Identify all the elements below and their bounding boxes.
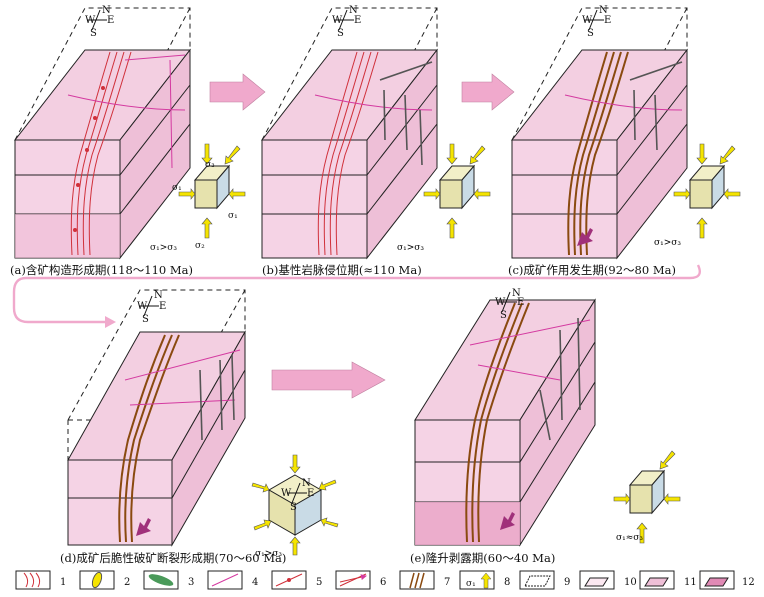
- legend-item-9: 9: [519, 570, 570, 590]
- caption-a: (a)含矿构造形成期(118～110 Ma): [10, 263, 193, 277]
- caption-b: (b)基性岩脉侵位期(≈110 Ma): [262, 263, 422, 277]
- compass-n-d: N: [154, 290, 163, 301]
- legend-item-8: σ₁ 8: [459, 570, 510, 590]
- legend: 1 2 3 4 5 6: [15, 570, 755, 590]
- compass-e-e: E: [517, 297, 524, 308]
- legend-item-4: 4: [207, 570, 258, 590]
- compass-s-e: S: [500, 310, 507, 321]
- compass-s: S: [90, 28, 97, 39]
- legend-item-11: 11: [639, 570, 697, 590]
- compass-e-b: E: [354, 15, 361, 26]
- stress-s2-bottom: σ₂: [195, 241, 205, 251]
- legend-item-2: 2: [79, 570, 130, 590]
- stress-s3-top: σ₃: [205, 160, 215, 170]
- panel-b: N W E S σ₁>σ₃: [260, 5, 491, 260]
- legend-stress-label: σ₁: [466, 579, 476, 589]
- svg-text:10: 10: [624, 577, 637, 588]
- stress-cube-e: [613, 450, 681, 544]
- stress-relation-d: σ₁>σ₃: [255, 549, 282, 559]
- compass-w-d: W: [137, 301, 148, 312]
- legend-item-1: 1: [15, 570, 66, 590]
- compass-s-d2: S: [290, 502, 297, 513]
- compass-icon: N W E S: [85, 5, 114, 39]
- compass-n-d2: N: [302, 478, 311, 489]
- compass-e-c: E: [604, 15, 611, 26]
- compass-s-d: S: [142, 314, 149, 325]
- stress-s1-right: σ₁: [228, 211, 238, 221]
- svg-text:2: 2: [124, 577, 130, 588]
- arrow-d-e: [271, 361, 386, 399]
- svg-text:8: 8: [504, 577, 510, 588]
- stress-cube: [178, 143, 246, 239]
- panel-d: N W E S N W E S: [67, 289, 339, 559]
- svg-text:1: 1: [60, 577, 66, 588]
- compass-w-e: W: [495, 297, 506, 308]
- stress-relation-c: σ₁>σ₃: [654, 238, 681, 248]
- svg-text:4: 4: [252, 577, 258, 588]
- stress-relation-e: σ₁≈σ₃: [616, 533, 643, 543]
- legend-item-3: 3: [143, 570, 194, 590]
- svg-text:6: 6: [380, 577, 386, 588]
- stress-relation-a: σ₁>σ₃: [150, 243, 177, 253]
- panel-c: N W E S σ₁>σ₃: [510, 5, 741, 260]
- svg-text:9: 9: [564, 577, 570, 588]
- compass-n-c: N: [599, 5, 608, 16]
- stress-relation-b: σ₁>σ₃: [397, 243, 424, 253]
- compass-s-b: S: [337, 28, 344, 39]
- arrow-b-c: [461, 73, 515, 111]
- svg-text:3: 3: [188, 577, 194, 588]
- compass-e: E: [107, 15, 114, 26]
- stress-cube-b: [423, 143, 491, 239]
- stress-cube-c: [673, 143, 741, 239]
- compass-w-c: W: [582, 15, 593, 26]
- legend-item-12: 12: [699, 570, 755, 590]
- svg-text:12: 12: [742, 577, 755, 588]
- compass-e-d2: E: [307, 488, 314, 499]
- compass-w: W: [85, 15, 96, 26]
- compass-n: N: [102, 5, 111, 16]
- svg-text:11: 11: [684, 577, 697, 588]
- panel-a: N W E S σ₃ σ₁ σ₁ σ₂ σ₁>σ₃: [13, 5, 246, 260]
- caption-e: (e)隆升剥露期(60～40 Ma): [410, 551, 556, 565]
- caption-c: (c)成矿作用发生期(92～80 Ma): [508, 263, 676, 277]
- legend-item-7: 7: [399, 570, 450, 590]
- compass-s-c: S: [587, 28, 594, 39]
- compass-e-d: E: [159, 301, 166, 312]
- compass-n-e: N: [512, 288, 521, 299]
- panel-e: N W E S σ₁≈σ₃: [414, 288, 681, 547]
- svg-text:5: 5: [316, 577, 322, 588]
- legend-item-10: 10: [579, 570, 637, 590]
- compass-w-d2: W: [281, 488, 292, 499]
- stress-cube-d: N W E S: [251, 454, 339, 556]
- compass-n-b: N: [349, 5, 358, 16]
- legend-item-5: 5: [271, 570, 322, 590]
- arrow-c-d: [12, 264, 701, 324]
- svg-text:7: 7: [444, 577, 450, 588]
- arrow-a-b: [209, 73, 266, 111]
- stress-s1-left: σ₁: [172, 183, 182, 193]
- caption-d: (d)成矿后脆性破矿断裂形成期(70～60 Ma): [60, 551, 287, 565]
- compass-w-b: W: [332, 15, 343, 26]
- legend-item-6: 6: [335, 570, 386, 590]
